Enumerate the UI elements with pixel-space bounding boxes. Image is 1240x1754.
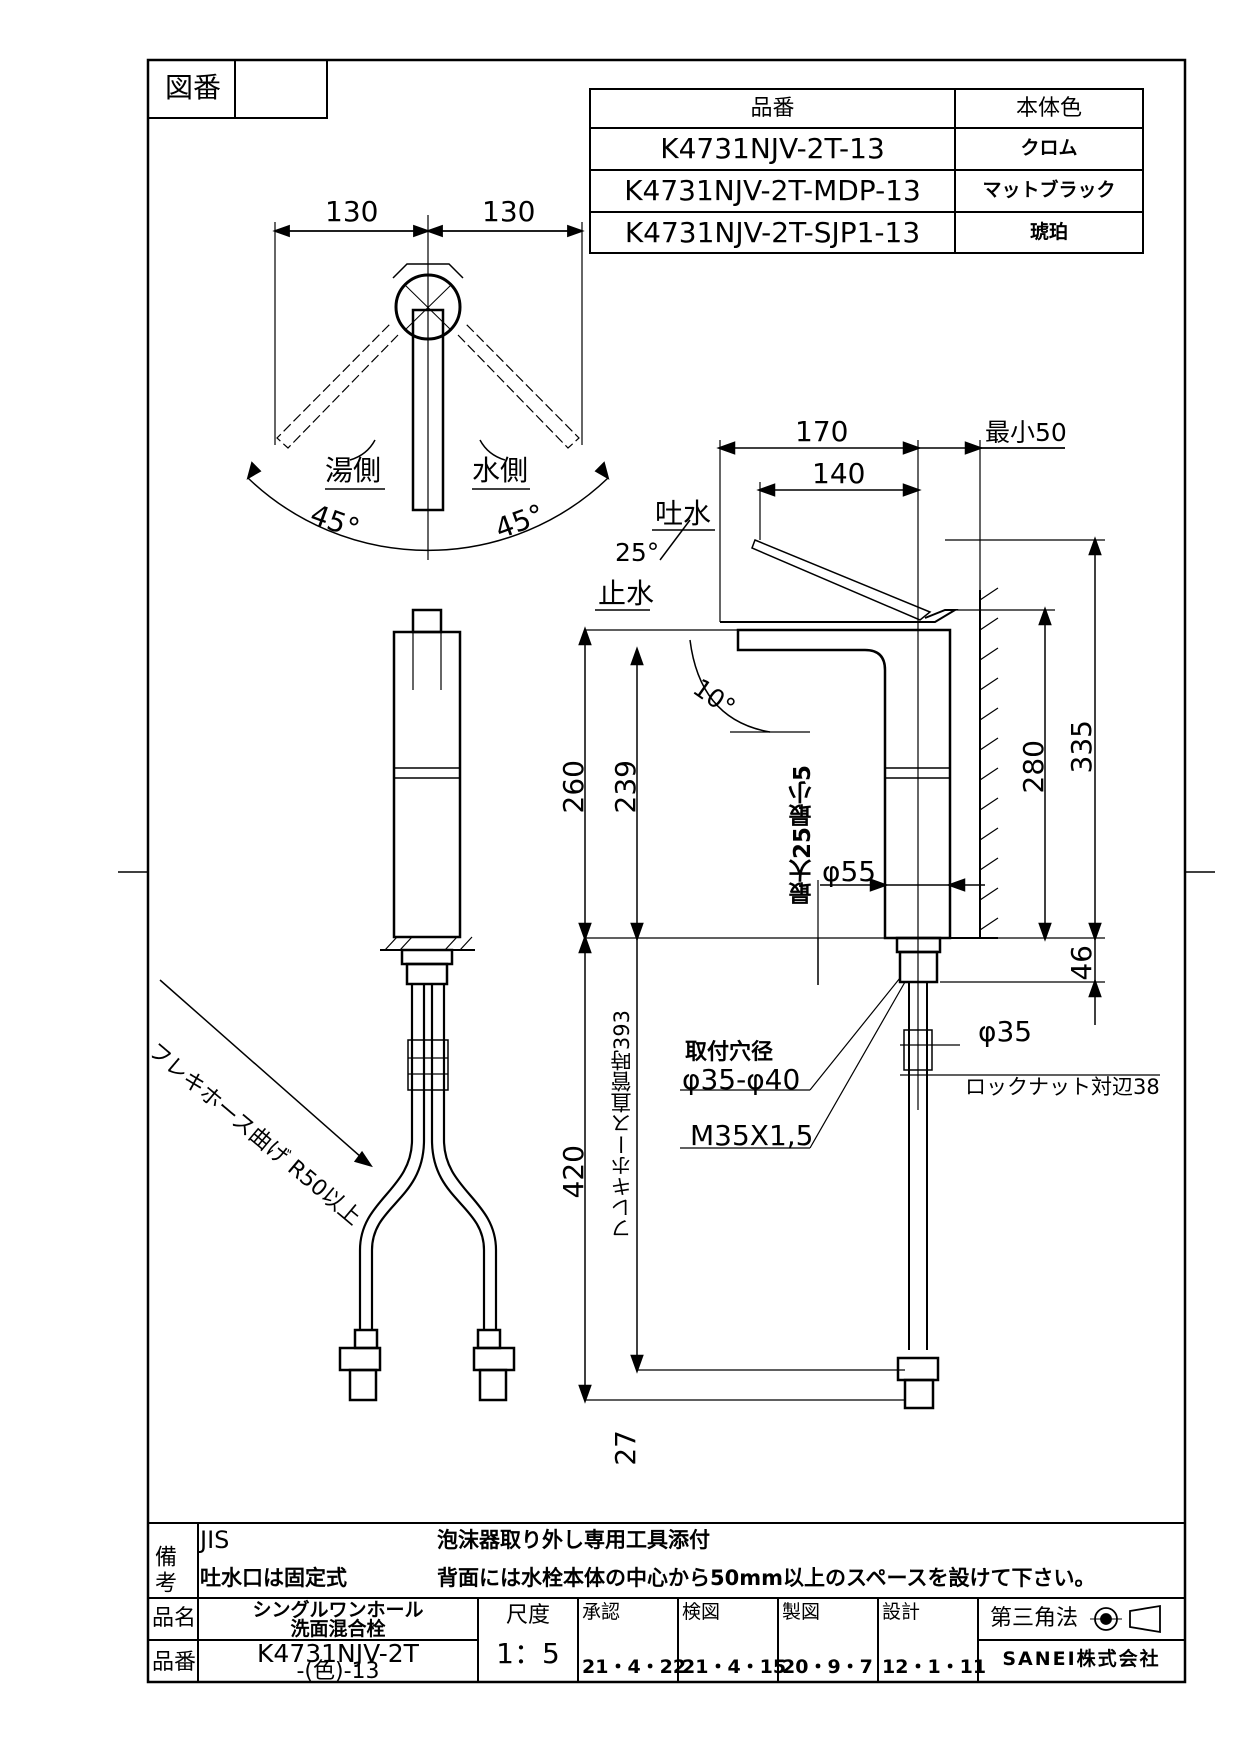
- spout-close-label: 止水: [598, 577, 655, 610]
- variants-header-color: 本体色: [1015, 96, 1082, 121]
- product-number-line-2: -(色)-13: [296, 1659, 380, 1684]
- draw-label: 製図: [782, 1601, 821, 1623]
- notes-label: 備考: [151, 1545, 176, 1597]
- locknut-width: ロックナット対辺38: [965, 1075, 1160, 1099]
- company-name: SANEI株式会社: [1002, 1648, 1161, 1670]
- variant-row-3-color: 琥珀: [1029, 221, 1068, 243]
- hose-straight-length: フレキホース直管時393: [610, 1010, 634, 1240]
- design-label: 設計: [882, 1601, 921, 1623]
- projection-symbol: [1090, 1604, 1161, 1634]
- check-date: 21・4・15: [682, 1656, 787, 1678]
- spout-open-label: 吐水: [655, 497, 712, 530]
- drawing-number-label: 図番: [165, 71, 222, 104]
- dim-min-50: 最小50: [985, 418, 1067, 447]
- approve-date: 21・4・22: [582, 1656, 687, 1678]
- variants-header-part-number: 品番: [750, 96, 795, 121]
- drawing-number-box: [147, 59, 328, 119]
- notes-fixed-spout: 吐水口は固定式: [200, 1566, 347, 1590]
- mount-hole-diameter: φ35-φ40: [682, 1063, 801, 1096]
- sheet-border: [146, 58, 1187, 1684]
- dim-130-right: 130: [482, 195, 536, 228]
- notes-standard: JIS: [200, 1526, 230, 1554]
- product-name-line-1: シングルワンホール: [252, 1599, 424, 1621]
- dim-46: 46: [1065, 945, 1098, 981]
- variant-row-2-color: マットブラック: [982, 179, 1116, 201]
- hot-side-label: 湯側: [325, 454, 382, 487]
- product-number-line-1: K4731NJV-2T: [257, 1639, 419, 1668]
- variant-row-2-part: K4731NJV-2T-MDP-13: [624, 174, 921, 207]
- product-name-label: 品名: [152, 1606, 197, 1631]
- variant-row-1-color: クロム: [1020, 137, 1078, 159]
- dim-27: 27: [609, 1430, 642, 1466]
- variant-row-3-part: K4731NJV-2T-SJP1-13: [624, 216, 921, 249]
- product-name-line-2: 洗面混合栓: [290, 1618, 386, 1640]
- dim-335: 335: [1065, 720, 1098, 774]
- side-view: [578, 440, 1160, 1410]
- thread-spec: M35X1,5: [690, 1119, 814, 1152]
- dim-170: 170: [795, 415, 849, 448]
- dia-55: φ55: [822, 855, 877, 888]
- variant-row-1-part: K4731NJV-2T-13: [660, 132, 885, 165]
- projection-method: 第三角法: [990, 1606, 1079, 1631]
- scale-value: 1：5: [496, 1637, 560, 1670]
- dim-280: 280: [1017, 740, 1050, 794]
- dim-130-left: 130: [325, 195, 379, 228]
- product-number-label: 品番: [152, 1650, 197, 1675]
- scale-label: 尺度: [505, 1603, 550, 1628]
- title-block-grid: [148, 1522, 1185, 1682]
- angle-25: 25°: [615, 538, 660, 567]
- draw-date: 20・9・7: [782, 1656, 873, 1678]
- approve-label: 承認: [582, 1601, 621, 1623]
- dim-420: 420: [557, 1145, 590, 1199]
- dim-140: 140: [812, 457, 866, 490]
- mount-hole-label: 取付穴径: [685, 1040, 774, 1065]
- dim-260: 260: [557, 760, 590, 814]
- dim-239: 239: [609, 760, 642, 814]
- notes-accessory: 泡沫器取り外し専用工具添付: [437, 1528, 710, 1552]
- variants-table-grid: [589, 88, 1144, 254]
- design-date: 12・1・11: [882, 1656, 987, 1678]
- top-view: [246, 215, 610, 560]
- notes-rear-clearance: 背面には水栓本体の中心から50mm以上のスペースを設けて下さい。: [437, 1566, 1096, 1590]
- counter-thickness-range: 最大25最小5: [790, 765, 816, 906]
- cold-side-label: 水側: [472, 454, 529, 487]
- front-view: [159, 608, 516, 1402]
- dia-35: φ35: [978, 1015, 1033, 1048]
- check-label: 検図: [682, 1601, 721, 1623]
